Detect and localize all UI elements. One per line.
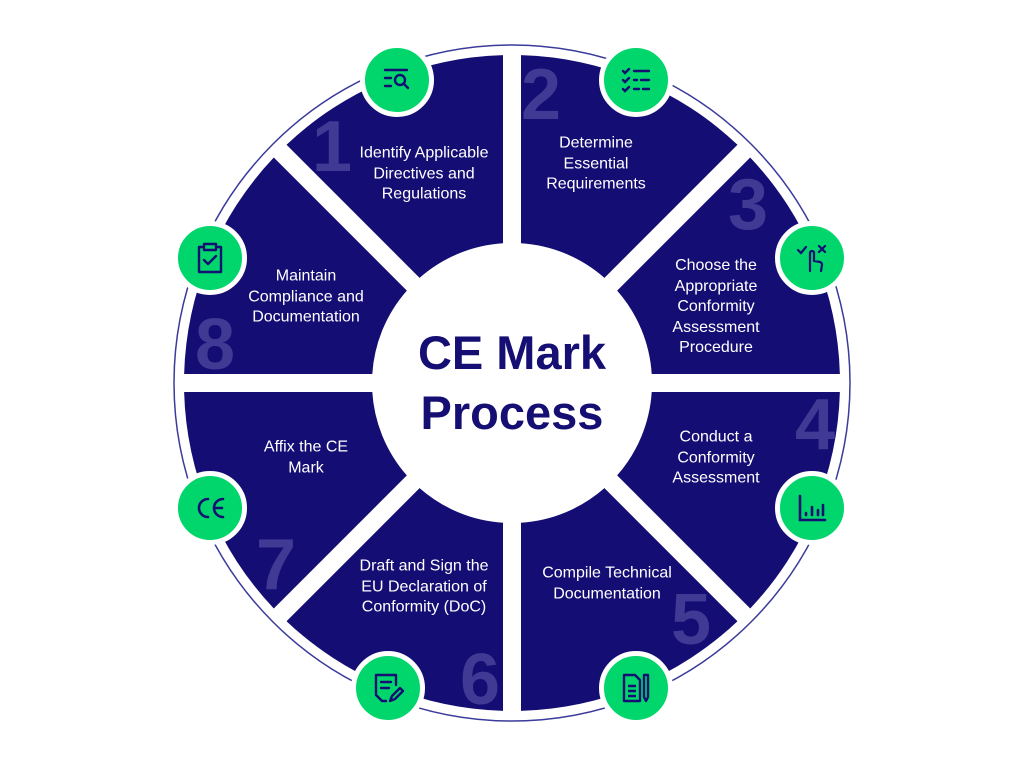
step-1-label: Identify Applicable Directives and Regul… [359,144,489,203]
title-line-1: CE Mark [417,326,607,379]
step-1-segment [520,55,738,278]
checklist-icon [599,43,673,117]
step-1-number: 1 [311,107,353,187]
search-list-icon [360,43,434,117]
outer-ring [173,44,851,722]
step-4-segment [520,488,738,711]
step-2-segment [617,157,840,375]
title-line-2: Process [420,386,604,439]
step-7-segment [184,157,407,375]
step-3-label: Choose the Appropriate Conformity Assess… [672,256,760,356]
document-pencil-icon [599,651,673,725]
step-6-segment [184,391,407,609]
clipboard-check-icon [173,221,247,295]
step-2-label: Determine Essential Requirements [546,134,646,193]
step-3-segment [617,391,840,609]
step-3-number: 3 [727,165,769,245]
step-8-number: 8 [194,305,236,385]
step-6-number: 6 [459,640,501,720]
step-5-label: Compile Technical Documentation [542,564,672,603]
step-5-segment [286,488,504,711]
step-4-number: 4 [794,385,836,465]
step-2-number: 2 [520,55,562,135]
step-8-label: Maintain Compliance and Documentation [248,267,364,326]
hand-check-cross-icon [775,221,849,295]
step-8-segment [286,55,504,278]
bar-chart-icon [775,471,849,545]
step-5-number: 5 [670,580,712,660]
step-4-label: Conduct a Conformity Assessment [672,428,760,487]
sign-document-icon [351,651,425,725]
ce-mark-icon [173,471,247,545]
step-7-label: Affix the CE Mark [263,438,349,477]
step-6-label: Draft and Sign the EU Declaration of Con… [359,557,489,616]
step-7-number: 7 [255,525,297,605]
